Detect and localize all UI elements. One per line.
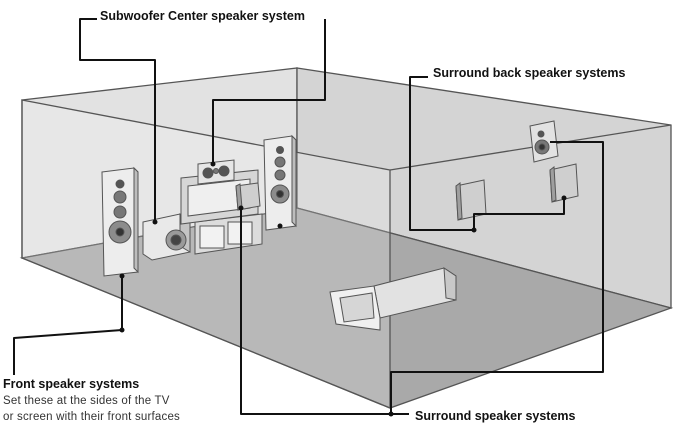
surround-back-speaker-2	[549, 163, 579, 203]
front-note-line-2: or screen with their front surfaces	[3, 411, 181, 423]
sofa	[329, 267, 457, 331]
leader-dots	[119, 161, 567, 417]
leader-surround	[240, 208, 409, 415]
front-speaker-right	[263, 134, 297, 231]
front-speakers-label: Front speaker systems	[3, 377, 140, 391]
leader-center	[212, 19, 326, 164]
surround-back-label: Surround back speaker systems	[433, 66, 626, 80]
surround-speaker	[235, 182, 261, 211]
center-speaker	[197, 159, 235, 185]
room-top-edge	[389, 124, 672, 171]
leader-front	[13, 276, 123, 375]
subwoofer-center-label: Subwoofer Center speaker system	[100, 9, 305, 23]
surround-back-speaker-1	[455, 179, 487, 221]
leader-subwoofer	[79, 18, 156, 222]
front-speaker-left	[101, 166, 139, 277]
rear-speaker	[529, 120, 559, 163]
surround-label: Surround speaker systems	[415, 409, 576, 423]
front-note-line-1: Set these at the sides of the TV	[3, 395, 170, 407]
leader-rear	[390, 141, 604, 414]
